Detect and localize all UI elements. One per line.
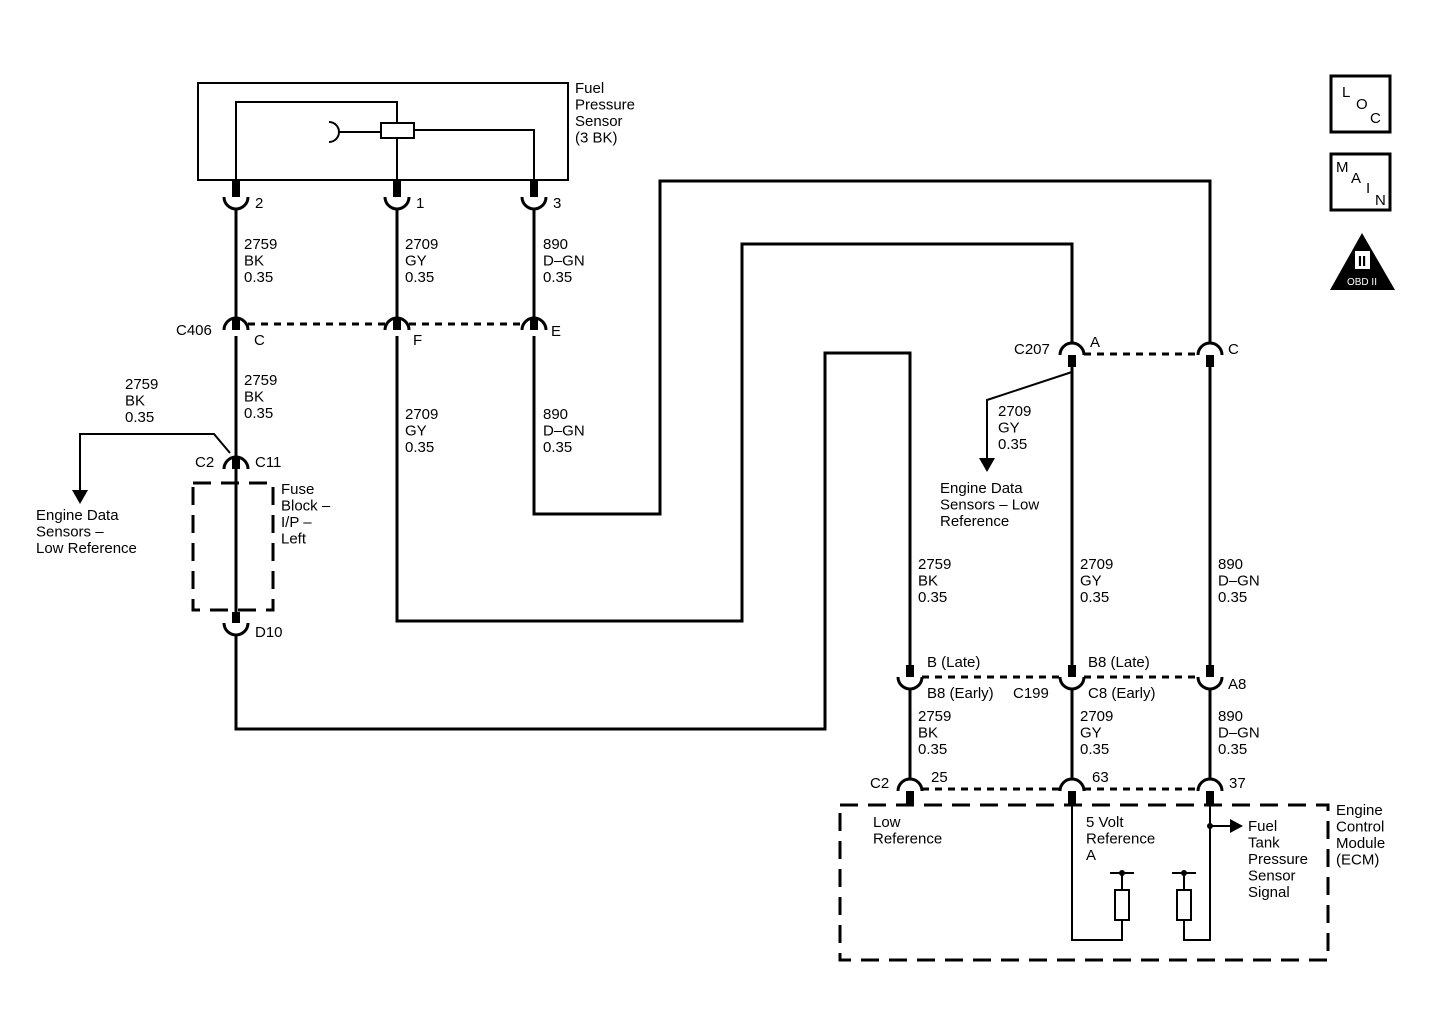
fuse-block-d10: D10 xyxy=(255,624,283,641)
wire-label-bk-4: 2759 BK 0.35 xyxy=(918,708,956,758)
wire-label-bk-branch: 2759 BK 0.35 xyxy=(125,376,163,426)
sensor-element xyxy=(380,122,415,139)
sensor-pins xyxy=(222,180,548,211)
svg-text:A: A xyxy=(1351,170,1361,187)
wire-label-gy-4: 2709 GY 0.35 xyxy=(1080,708,1118,758)
ecm-signal-label: Fuel Tank Pressure Sensor Signal xyxy=(1248,818,1312,901)
c406-pin-f: F xyxy=(413,332,422,349)
wire-2759-bk-branch-left[interactable] xyxy=(79,433,231,494)
wire-label-dgn-4: 890 D–GN 0.35 xyxy=(1218,708,1264,758)
sensor-name: Fuel Pressure Sensor (3 BK) xyxy=(575,80,639,147)
wire-2709-gy-branch[interactable] xyxy=(986,371,1073,462)
obd-ii-icon[interactable]: II OBD II xyxy=(1330,233,1395,290)
engine-control-module[interactable] xyxy=(838,803,1330,962)
sensor-pin-3: 3 xyxy=(553,195,561,212)
sensor-pin-1: 1 xyxy=(416,195,424,212)
c199-b-late: B (Late) xyxy=(927,654,980,671)
dest-left-label[interactable]: Engine Data Sensors – Low Reference xyxy=(36,507,137,557)
arrow-down-icon xyxy=(979,458,995,472)
wire-label-dgn-2: 890 D–GN 0.35 xyxy=(543,406,589,456)
dest-mid-label[interactable]: Engine Data Sensors – Low Reference xyxy=(940,480,1043,530)
fuse-block-c2: C2 xyxy=(195,454,214,471)
svg-text:OBD II: OBD II xyxy=(1347,277,1377,288)
fuse-block-label: Fuse Block – I/P – Left xyxy=(281,481,334,548)
svg-text:L: L xyxy=(1342,84,1350,101)
arrow-right-icon xyxy=(1230,819,1243,833)
c199-label: C199 xyxy=(1013,685,1049,702)
svg-text:I: I xyxy=(1366,180,1370,197)
c199-b8-late: B8 (Late) xyxy=(1088,654,1150,671)
ecm-c2-label: C2 xyxy=(870,775,889,792)
ecm-pin-37: 37 xyxy=(1229,775,1246,792)
sensor-internal-signal xyxy=(414,129,535,180)
sensor-internal-wiring xyxy=(235,101,398,180)
loc-icon[interactable]: L O C xyxy=(1329,74,1392,134)
svg-text:O: O xyxy=(1356,96,1368,113)
sensor-box xyxy=(197,82,569,181)
wire-label-dgn-1: 890 D–GN 0.35 xyxy=(543,236,589,286)
ecm-low-reference: Low Reference xyxy=(873,814,942,848)
c199-b8-early: B8 (Early) xyxy=(927,685,994,702)
svg-text:II: II xyxy=(1358,253,1366,270)
wire-label-gy-2: 2709 GY 0.35 xyxy=(405,406,443,456)
svg-text:M: M xyxy=(1336,159,1349,176)
c207-pin-c: C xyxy=(1228,341,1239,358)
wire-label-bk-3: 2759 BK 0.35 xyxy=(918,556,956,606)
connector-c406[interactable] xyxy=(222,316,548,331)
c207-pin-a: A xyxy=(1090,334,1100,351)
ecm-pin-25: 25 xyxy=(931,769,948,786)
wire-2709-gy-route[interactable] xyxy=(395,242,1074,623)
svg-text:C: C xyxy=(1370,110,1381,127)
c207-label: C207 xyxy=(1014,341,1050,358)
ecm-five-volt-reference: 5 Volt Reference A xyxy=(1086,814,1159,864)
wire-label-bk-1: 2759 BK 0.35 xyxy=(244,236,282,286)
ecm-name: Engine Control Module (ECM) xyxy=(1336,802,1389,869)
svg-text:N: N xyxy=(1375,192,1386,209)
wire-label-bk-2: 2759 BK 0.35 xyxy=(244,372,282,422)
c199-c8-early: C8 (Early) xyxy=(1088,685,1156,702)
fuel-pressure-sensor[interactable] xyxy=(197,82,569,181)
fuse-block-c11: C11 xyxy=(255,454,281,471)
ecm-pin-63: 63 xyxy=(1092,769,1109,786)
c199-a8: A8 xyxy=(1228,676,1246,693)
c406-label: C406 xyxy=(176,322,212,339)
c406-pin-e: E xyxy=(551,323,561,340)
wire-label-gy-1: 2709 GY 0.35 xyxy=(405,236,443,286)
wire-890-dgn-route[interactable] xyxy=(532,179,1212,516)
wire-label-gy-branch: 2709 GY 0.35 xyxy=(998,403,1036,453)
sensor-shield-icon xyxy=(328,121,381,143)
c406-pin-c: C xyxy=(254,332,265,349)
wire-label-gy-3: 2709 GY 0.35 xyxy=(1080,556,1118,606)
wire-2759-bk-route[interactable] xyxy=(234,351,912,731)
connector-c207[interactable] xyxy=(1058,341,1224,367)
main-icon[interactable]: M A I N xyxy=(1329,152,1392,212)
fuse-block[interactable] xyxy=(191,455,275,637)
connector-ecm-c2[interactable] xyxy=(896,777,1224,805)
sensor-pin-2: 2 xyxy=(255,195,263,212)
arrow-down-icon xyxy=(72,490,88,504)
wire-label-dgn-3: 890 D–GN 0.35 xyxy=(1218,556,1264,606)
